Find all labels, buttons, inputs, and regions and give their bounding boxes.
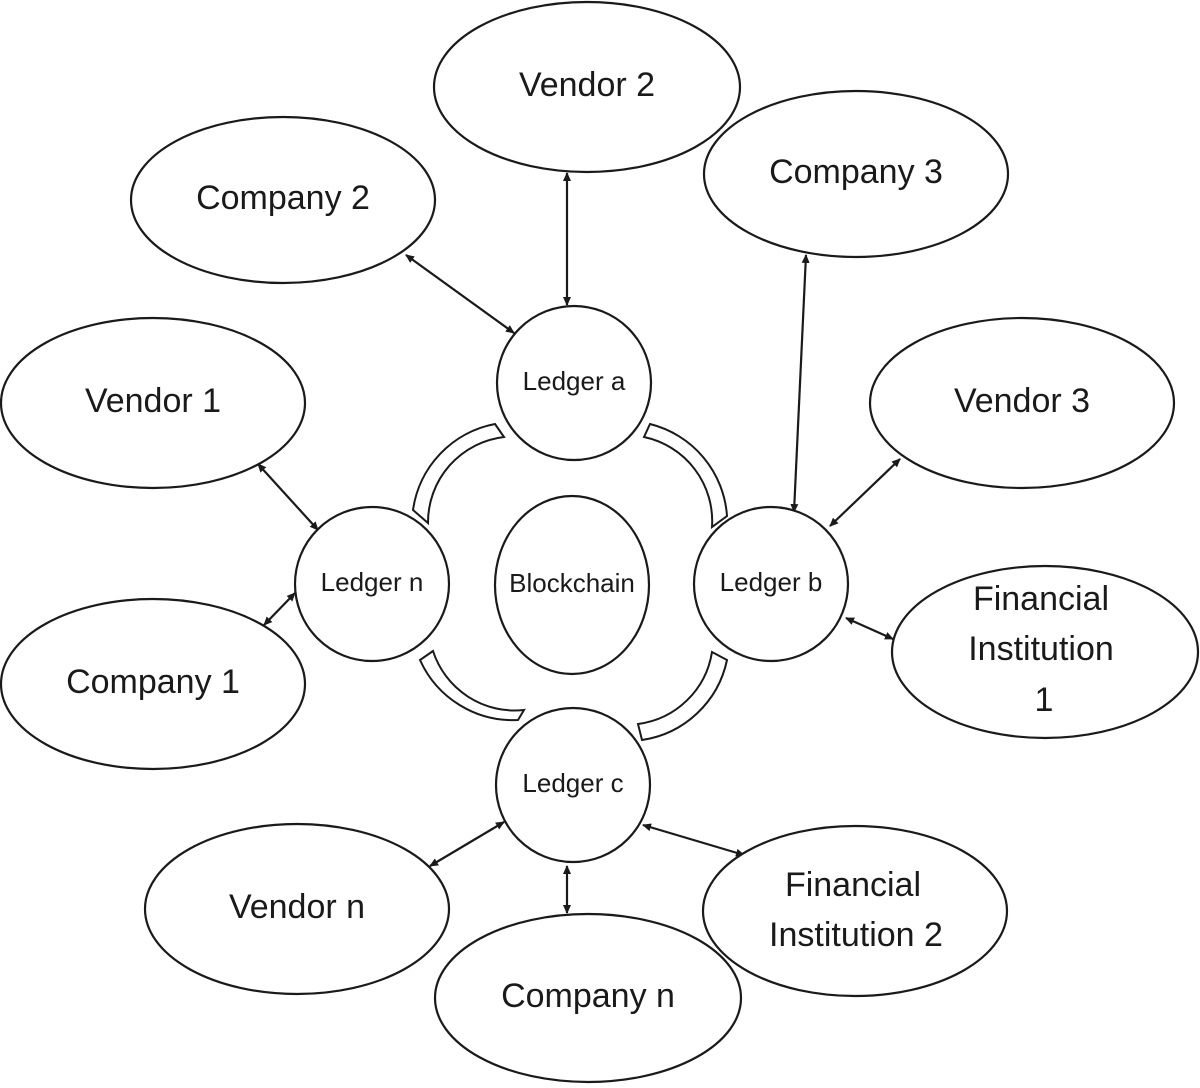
arrow-company2-ledger-a	[405, 254, 515, 334]
ledger-b-node: Ledger b	[692, 505, 850, 663]
band-ledger-a-to-b	[642, 422, 729, 530]
ledger-a-label: Ledger a	[523, 366, 626, 396]
fi2-label-line1: Financial	[785, 866, 921, 904]
band-ledger-b-to-c	[636, 650, 729, 742]
ledger-c-node: Ledger c	[494, 706, 652, 864]
arrow-company1-ledger-n	[263, 592, 296, 626]
vendor-3-node: Vendor 3	[868, 316, 1176, 490]
ledger-a-node: Ledger a	[495, 304, 653, 462]
vendor-n-label: Vendor n	[229, 888, 365, 926]
company-3-node: Company 3	[702, 89, 1010, 259]
blockchain-node: Blockchain	[493, 494, 651, 676]
ledger-n-node: Ledger n	[293, 505, 451, 663]
arrow-company3-ledger-b	[790, 254, 810, 513]
financial-institution-1-node: Financial Institution 1	[890, 564, 1200, 740]
vendor-1-node: Vendor 1	[0, 316, 307, 490]
arrow-vendorn-ledger-c	[429, 821, 505, 867]
vendor-2-node: Vendor 2	[432, 0, 742, 174]
arrow-fi1-ledger-b	[845, 616, 894, 641]
company-3-label: Company 3	[769, 153, 943, 191]
fi2-label-line2: Institution 2	[769, 916, 943, 954]
band-ledger-n-to-a	[411, 422, 506, 526]
company-1-node: Company 1	[0, 597, 307, 771]
ledger-c-label: Ledger c	[522, 768, 623, 798]
company-2-node: Company 2	[129, 115, 437, 285]
company-1-label: Company 1	[66, 663, 240, 701]
arrow-vendor3-ledger-b	[829, 458, 901, 527]
company-n-label: Company n	[501, 977, 675, 1015]
vendor-1-label: Vendor 1	[85, 382, 221, 420]
vendor-n-node: Vendor n	[143, 822, 451, 996]
financial-institution-2-node: Financial Institution 2	[701, 824, 1009, 998]
blockchain-label: Blockchain	[509, 568, 635, 598]
connectors	[257, 172, 901, 914]
fi1-label-line2: Institution	[968, 630, 1114, 668]
fi1-label-line3: 1	[1035, 681, 1054, 719]
band-ledger-c-to-n	[418, 649, 526, 722]
ledger-n-label: Ledger n	[321, 567, 424, 597]
arrow-fi2-ledger-c	[642, 823, 745, 857]
ledger-b-label: Ledger b	[720, 567, 823, 597]
company-2-label: Company 2	[196, 179, 370, 217]
arrow-vendor1-ledger-n	[257, 463, 319, 531]
vendor-3-label: Vendor 3	[954, 382, 1090, 420]
vendor-2-label: Vendor 2	[519, 66, 655, 104]
company-n-node: Company n	[433, 912, 743, 1084]
ledger-links	[411, 422, 729, 742]
fi1-label-line1: Financial	[973, 580, 1109, 618]
